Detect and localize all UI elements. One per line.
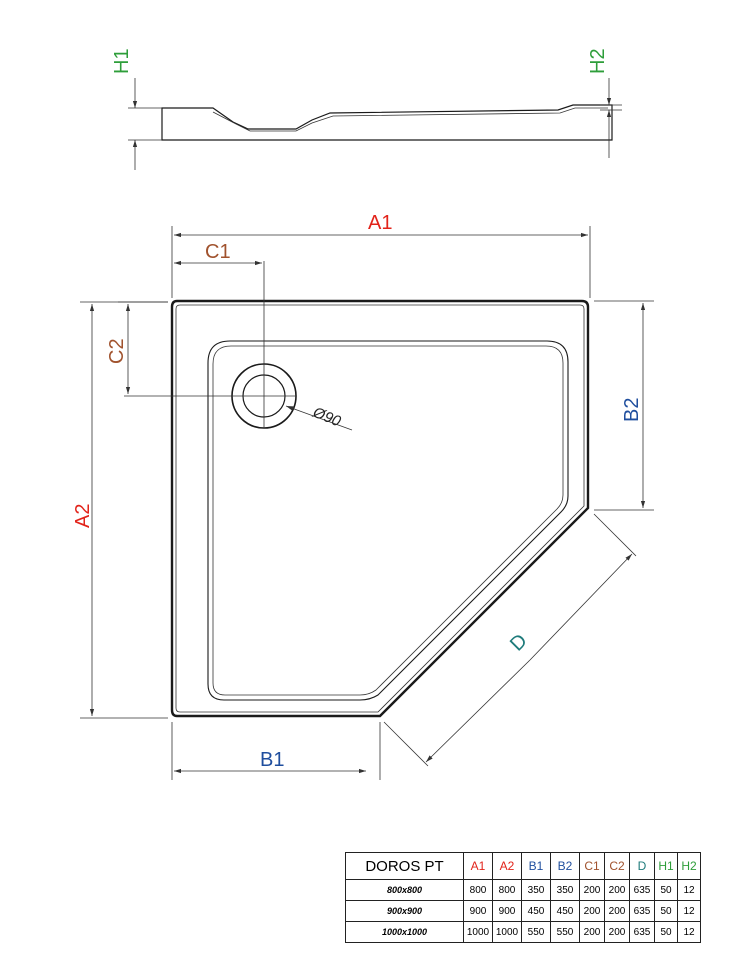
table-cell: 12 <box>677 879 701 901</box>
a1-label: A1 <box>368 212 392 234</box>
table-cell: 350 <box>521 879 551 901</box>
table-cell: 200 <box>604 879 630 901</box>
table-cell: 50 <box>654 879 678 901</box>
col-header: H1 <box>654 852 678 880</box>
col-header: H2 <box>677 852 701 880</box>
table-cell: 200 <box>579 921 605 943</box>
table-header-row: DOROS PT A1 A2 B1 B2 C1 C2 D H1 H2 <box>345 852 701 880</box>
col-header: B1 <box>521 852 551 880</box>
pentagon-tray-outline <box>170 299 590 718</box>
drain-diameter-label: Ø90 <box>310 404 344 431</box>
table-cell: 200 <box>579 879 605 901</box>
col-header: A2 <box>492 852 522 880</box>
d-label: D <box>506 630 532 656</box>
b2-dimension <box>594 300 654 511</box>
h1-label: H1 <box>111 48 133 74</box>
size-cell: 900x900 <box>345 900 464 922</box>
c2-label: C2 <box>106 338 128 364</box>
b1-label: B1 <box>260 749 284 771</box>
table-cell: 900 <box>492 900 522 922</box>
table-cell: 635 <box>629 921 655 943</box>
table-row: 900x900 900 900 450 450 200 200 635 50 1… <box>345 900 701 922</box>
dimensions-table: DOROS PT A1 A2 B1 B2 C1 C2 D H1 H2 800x8… <box>345 852 701 943</box>
table-cell: 450 <box>521 900 551 922</box>
side-profile-view <box>128 78 622 170</box>
model-name: DOROS PT <box>345 852 464 880</box>
a2-label: A2 <box>72 504 94 528</box>
table-cell: 450 <box>550 900 580 922</box>
drain-icon <box>124 261 353 431</box>
col-header: D <box>629 852 655 880</box>
table-row: 1000x1000 1000 1000 550 550 200 200 635 … <box>345 921 701 943</box>
d-dimension <box>383 513 637 767</box>
table-cell: 200 <box>604 921 630 943</box>
a2-dimension <box>80 301 168 719</box>
table-cell: 200 <box>604 900 630 922</box>
table-cell: 50 <box>654 900 678 922</box>
col-header: B2 <box>550 852 580 880</box>
table-cell: 50 <box>654 921 678 943</box>
table-cell: 350 <box>550 879 580 901</box>
col-header: C2 <box>604 852 630 880</box>
h2-label: H2 <box>587 48 609 74</box>
size-cell: 800x800 <box>345 879 464 901</box>
a1-dimension <box>171 226 591 298</box>
table-cell: 550 <box>521 921 551 943</box>
table-cell: 550 <box>550 921 580 943</box>
col-header: C1 <box>579 852 605 880</box>
table-cell: 200 <box>579 900 605 922</box>
table-cell: 635 <box>629 900 655 922</box>
table-cell: 1000 <box>463 921 493 943</box>
table-cell: 12 <box>677 900 701 922</box>
c1-label: C1 <box>205 241 231 263</box>
b2-label: B2 <box>621 398 643 422</box>
table-cell: 900 <box>463 900 493 922</box>
table-cell: 1000 <box>492 921 522 943</box>
size-cell: 1000x1000 <box>345 921 464 943</box>
table-cell: 800 <box>463 879 493 901</box>
table-cell: 635 <box>629 879 655 901</box>
table-cell: 12 <box>677 921 701 943</box>
table-cell: 800 <box>492 879 522 901</box>
b1-dimension <box>171 722 381 780</box>
table-row: 800x800 800 800 350 350 200 200 635 50 1… <box>345 879 701 901</box>
col-header: A1 <box>463 852 493 880</box>
